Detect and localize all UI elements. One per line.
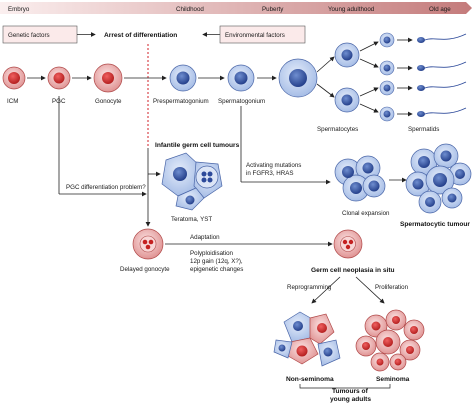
timeline-puberty: Puberty [262, 6, 284, 13]
timeline-young-adulthood: Young adulthood [328, 6, 375, 13]
spermatocyte-upper [334, 42, 360, 68]
proliferation-arrow [355, 276, 385, 304]
young-adults-label-1: Tumours of [332, 388, 369, 395]
spermatocytic-tumour-label: Spermatocytic tumour [400, 221, 470, 228]
prespermatogonium-label: Prespermatogonium [153, 98, 209, 105]
spermatogonium-label: Spermatogonium [218, 98, 265, 105]
clonal-expansion-label: Clonal expansion [342, 210, 390, 217]
proliferation-label: Proliferation [375, 284, 409, 291]
gonocyte-cell [93, 63, 123, 93]
spermatid-2 [379, 60, 395, 76]
branch-arrow-up [316, 56, 335, 73]
spermatocytic-tumour-cluster [405, 143, 472, 214]
prespermatogonium-cell [169, 64, 197, 92]
young-adults-label-2: young adults [330, 396, 371, 403]
nonseminoma-label: Non-seminoma [286, 376, 334, 383]
genetic-factors-label: Genetic factors [8, 32, 50, 39]
teratoma-label: Teratoma, YST [171, 216, 212, 223]
clonal-expansion-cluster [334, 155, 386, 202]
activating-label-1: Activating mutations [246, 162, 301, 169]
to-spermatid-1-arrow [359, 41, 379, 52]
timeline-bar [0, 2, 472, 14]
reprogramming-label: Reprogramming [287, 284, 332, 291]
spermatid-3 [379, 80, 395, 96]
to-spermatid-3-arrow [359, 87, 379, 97]
activating-label-2: in FGFR3, HRAS [246, 170, 293, 177]
nonseminoma-cluster [273, 311, 341, 367]
reprogramming-arrow [311, 276, 341, 304]
timeline-old-age: Old age [429, 6, 451, 13]
environmental-factors-box: Environmental factors [219, 25, 306, 44]
delayed-gonocyte-cell [132, 228, 164, 260]
timeline: Embryo Childhood Puberty Young adulthood… [0, 2, 472, 14]
branch-arrow-down [316, 83, 335, 98]
genetic-factors-box: Genetic factors [2, 25, 78, 44]
infantile-tumour-cluster [161, 152, 223, 211]
gcnis-cell [333, 229, 363, 259]
young-adults-bracket [299, 384, 391, 389]
spermatogonium-cell [227, 64, 255, 92]
seminoma-cluster [355, 309, 425, 372]
arrest-label: Arrest of differentiation [104, 32, 177, 39]
to-spermatid-2-arrow [359, 58, 379, 68]
sperm-1 [417, 33, 467, 43]
delayed-gonocyte-label: Delayed gonocyte [120, 266, 170, 273]
sperm-3 [417, 81, 467, 91]
polyploidisation-label: Polyploidisation [190, 250, 234, 257]
spermatocyte-lower [334, 87, 360, 113]
icm-label: ICM [7, 98, 18, 105]
timeline-childhood: Childhood [176, 6, 204, 13]
spermatid-1 [379, 32, 395, 48]
timeline-embryo: Embryo [8, 6, 30, 13]
sperm-2 [417, 61, 467, 71]
adaptation-label: Adaptation [190, 234, 220, 241]
icm-cell [2, 66, 26, 90]
spermatids-label: Spermatids [408, 126, 439, 133]
gcnis-label: Germ cell neoplasia in situ [311, 267, 395, 274]
gonocyte-label: Gonocyte [95, 98, 122, 105]
infantile-title: Infantile germ cell tumours [155, 142, 240, 149]
primary-spermatocyte [278, 58, 318, 98]
environmental-factors-label: Environmental factors [225, 32, 285, 39]
to-spermatid-4-arrow [359, 103, 379, 113]
spermatocytes-label: Spermatocytes [317, 126, 358, 133]
pgc-cell [47, 66, 71, 90]
spermatid-4 [379, 106, 395, 122]
seminoma-label: Seminoma [376, 376, 410, 383]
sperm-4 [417, 107, 467, 117]
epigenetic-label: epigenetic changes [190, 266, 243, 273]
gain-12p-label: 12p gain (12q, X?), [190, 258, 243, 265]
pgc-problem-label: PGC differentiation problem? [66, 184, 146, 191]
